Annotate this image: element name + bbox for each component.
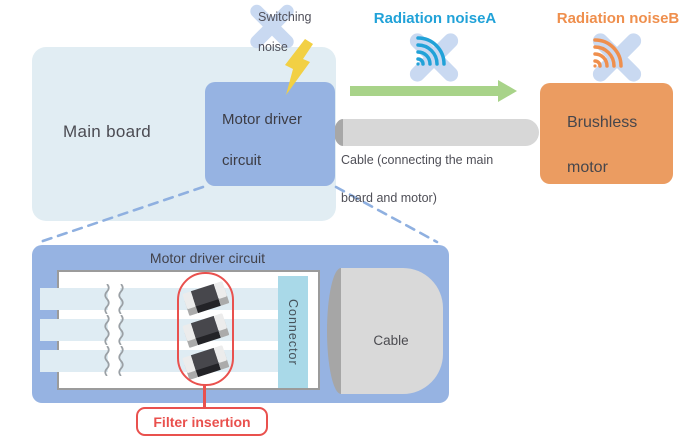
main-board-label: Main board bbox=[63, 122, 152, 141]
radiation-noise-a-title: Radiation noiseA bbox=[373, 10, 497, 27]
cable-caption: Cable (connecting the main board and mot… bbox=[341, 153, 494, 205]
trace-break-icon bbox=[104, 346, 124, 376]
cable-shape bbox=[343, 119, 539, 146]
radio-waves-icon bbox=[593, 38, 623, 68]
signal-trace bbox=[40, 319, 278, 341]
brushless-motor-box bbox=[540, 83, 673, 184]
detail-title: Motor driver circuit bbox=[149, 250, 266, 266]
flow-arrow bbox=[350, 80, 517, 102]
brushless-motor-label: Brushless motor bbox=[567, 114, 638, 176]
cable-label: Cable bbox=[373, 333, 409, 348]
filter-insertion-callout: Filter insertion bbox=[136, 407, 268, 436]
motor-driver-circuit-label: Motor driver circuit bbox=[222, 111, 303, 169]
connector-block: Connector bbox=[278, 276, 308, 388]
cable-cylinder bbox=[341, 268, 443, 394]
callout-line bbox=[203, 385, 206, 409]
radiation-noise-b-title: Radiation noiseB bbox=[556, 10, 680, 27]
filter-highlight-ring bbox=[177, 272, 234, 386]
radio-waves-icon bbox=[416, 36, 446, 66]
filter-chip-icon bbox=[182, 313, 230, 348]
connector-label: Connector bbox=[286, 298, 300, 366]
switching-noise-label: Switching noise bbox=[258, 10, 312, 54]
lightning-bolt-icon bbox=[285, 39, 313, 95]
motor-driver-circuit-box bbox=[205, 82, 335, 186]
signal-trace bbox=[40, 350, 278, 372]
trace-break-icon bbox=[104, 315, 124, 345]
signal-trace bbox=[40, 288, 278, 310]
trace-break-icon bbox=[104, 284, 124, 314]
